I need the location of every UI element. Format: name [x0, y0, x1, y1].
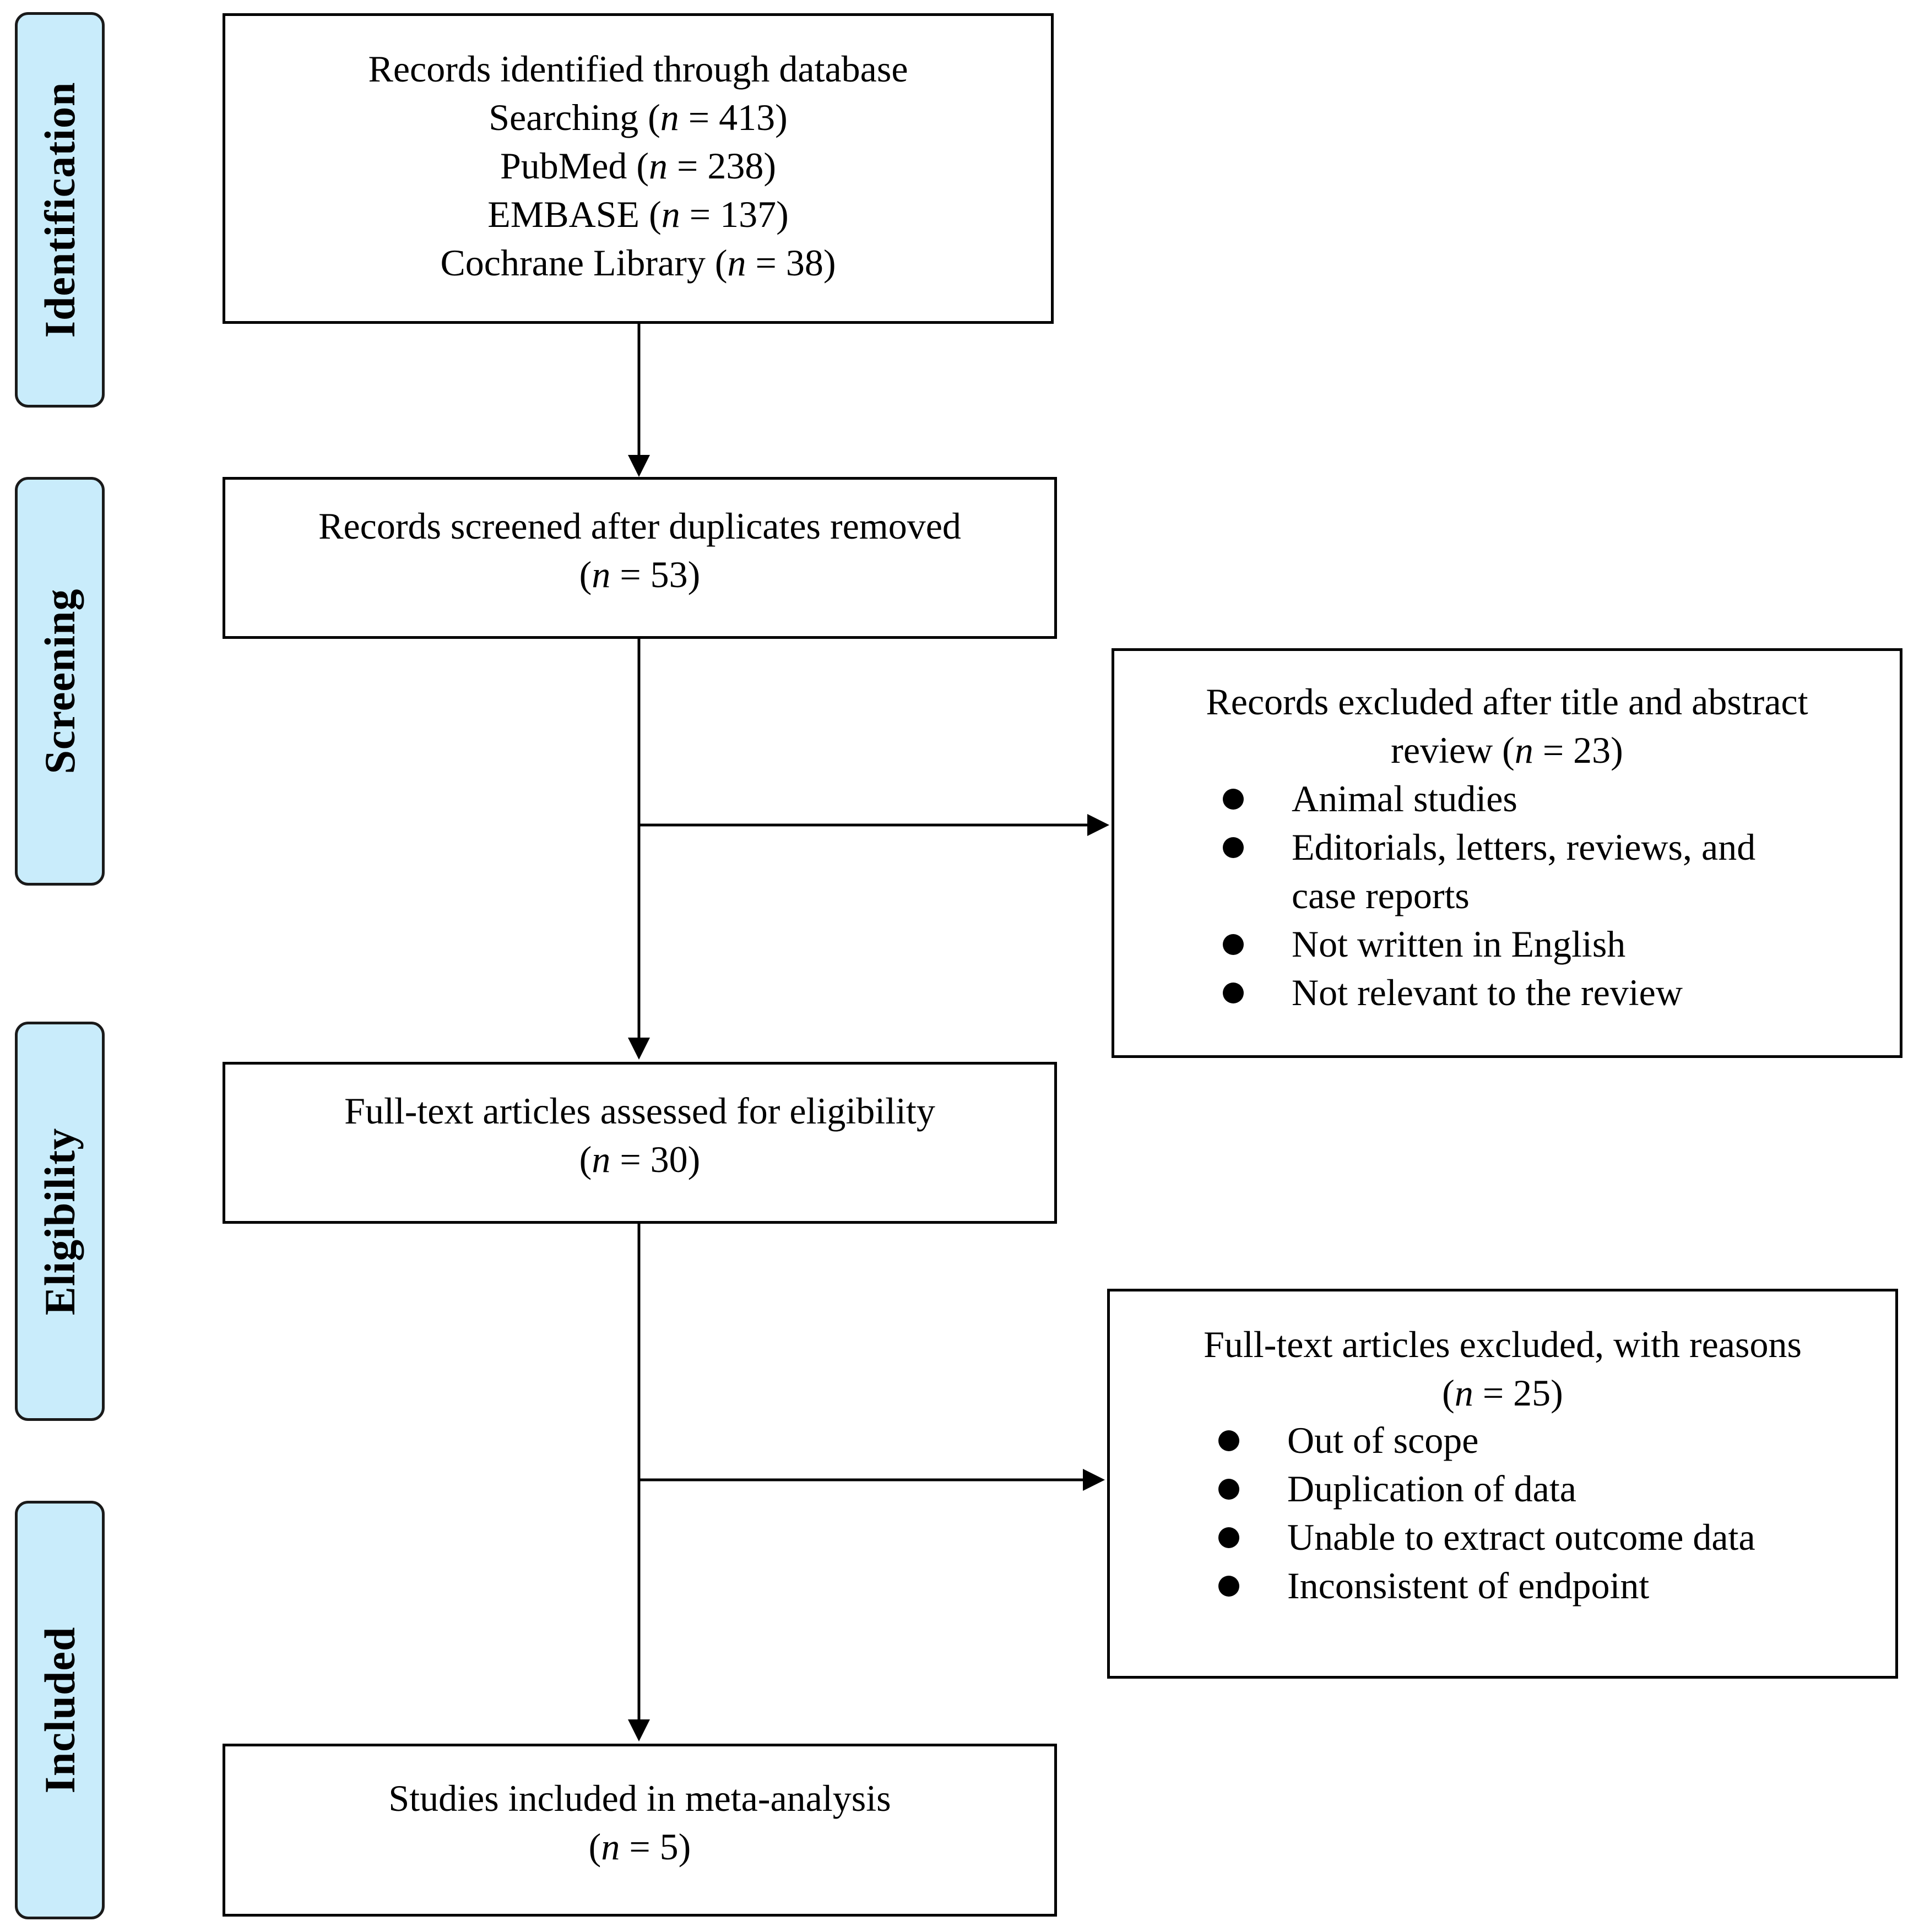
studies-included-box: Studies included in meta-analysis (n = 5… [223, 1744, 1057, 1917]
screened-line-count: (n = 53) [579, 553, 701, 595]
included-line-count: (n = 5) [588, 1826, 691, 1868]
fulltext-assessed-text: Full-text articles assessed for eligibil… [225, 1087, 1054, 1184]
bullet-icon [1218, 1479, 1239, 1500]
fulltext-line-1: Full-text articles assessed for eligibil… [344, 1090, 935, 1132]
bullet-icon [1218, 1527, 1239, 1548]
list-item-continuation: case reports [1292, 875, 1470, 916]
stage-included: Included [15, 1501, 105, 1919]
fulltext-line-count: (n = 30) [579, 1138, 701, 1180]
arrowhead-excluded-fulltext [1083, 1469, 1105, 1491]
excluded-title-line-count: review (n = 23) [1391, 729, 1623, 771]
stage-screening: Screening [15, 477, 105, 886]
list-item: Not relevant to the review [1223, 968, 1755, 1017]
excluded-title-reasons: Animal studies Editorials, letters, revi… [1223, 774, 1755, 1017]
records-screened-box: Records screened after duplicates remove… [223, 477, 1057, 639]
list-item: Out of scope [1218, 1416, 1755, 1464]
stage-eligibility: Eligibility [15, 1022, 105, 1421]
records-identified-box: Records identified through database Sear… [223, 13, 1054, 324]
arrowhead-screened [628, 455, 650, 477]
identified-line-searching: Searching (n = 413) [489, 96, 788, 138]
excluded-title-line-1: Records excluded after title and abstrac… [1206, 681, 1808, 723]
excluded-title-heading: Records excluded after title and abstrac… [1114, 677, 1900, 774]
fulltext-excluded-box: Full-text articles excluded, with reason… [1107, 1289, 1898, 1679]
arrowhead-excluded-title [1087, 814, 1109, 836]
included-line-1: Studies included in meta-analysis [388, 1777, 891, 1819]
bullet-icon [1218, 1576, 1239, 1597]
fulltext-excluded-reasons: Out of scope Duplication of data Unable … [1218, 1416, 1755, 1610]
stage-identification: Identification [15, 12, 105, 408]
bullet-icon [1223, 837, 1244, 858]
identified-line-1: Records identified through database [368, 48, 908, 90]
arrowhead-included [628, 1719, 650, 1741]
identified-line-embase: EMBASE (n = 137) [487, 193, 789, 235]
identified-line-cochrane: Cochrane Library (n = 38) [440, 242, 836, 284]
records-excluded-title-box: Records excluded after title and abstrac… [1112, 648, 1902, 1058]
fulltext-excluded-line-count: (n = 25) [1442, 1372, 1563, 1414]
fulltext-excluded-line-1: Full-text articles excluded, with reason… [1204, 1323, 1802, 1365]
records-screened-text: Records screened after duplicates remove… [225, 502, 1054, 599]
fulltext-excluded-heading: Full-text articles excluded, with reason… [1110, 1320, 1895, 1417]
records-identified-text: Records identified through database Sear… [225, 45, 1051, 287]
list-item: Inconsistent of endpoint [1218, 1561, 1755, 1610]
list-item: Animal studies [1223, 774, 1755, 823]
bullet-icon [1223, 934, 1244, 955]
bullet-icon [1223, 983, 1244, 1003]
fulltext-assessed-box: Full-text articles assessed for eligibil… [223, 1062, 1057, 1224]
list-item: Editorials, letters, reviews, and [1223, 823, 1755, 871]
bullet-icon [1218, 1430, 1239, 1451]
list-item: Unable to extract outcome data [1218, 1513, 1755, 1561]
studies-included-text: Studies included in meta-analysis (n = 5… [225, 1774, 1054, 1871]
screened-line-1: Records screened after duplicates remove… [318, 505, 961, 547]
bullet-icon [1223, 789, 1244, 810]
arrowhead-fulltext [628, 1038, 650, 1060]
identified-line-pubmed: PubMed (n = 238) [500, 145, 777, 187]
list-item: Not written in English [1223, 920, 1755, 968]
list-item: Duplication of data [1218, 1464, 1755, 1513]
